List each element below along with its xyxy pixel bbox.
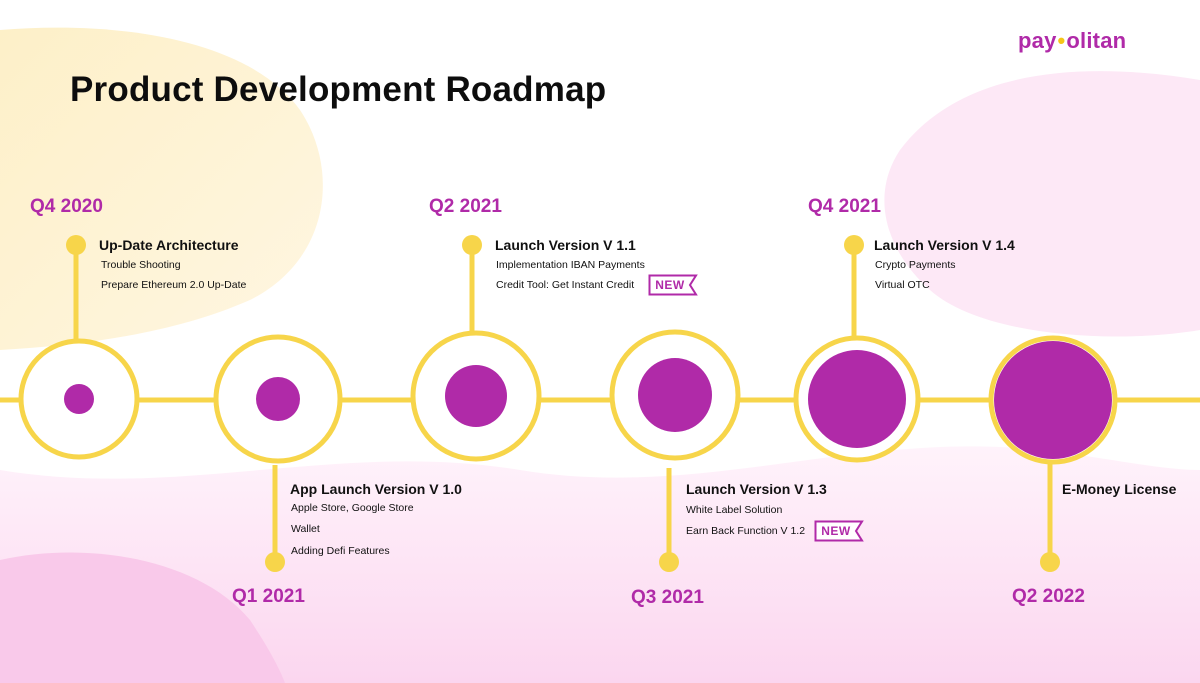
quarter-label-q3-2021: Q3 2021 <box>631 587 704 608</box>
new-badge-label: NEW <box>821 524 851 538</box>
node-q4-2021 <box>793 335 921 463</box>
logo-text-left: pay <box>1018 28 1057 53</box>
dot-q3-2021 <box>659 552 679 572</box>
milestone-item: Credit Tool: Get Instant Credit <box>496 279 635 291</box>
milestone-item: Virtual OTC <box>875 279 930 291</box>
yellow-blob <box>0 27 323 351</box>
milestone-item: Crypto Payments <box>875 259 956 271</box>
dot-q4-2020 <box>66 235 86 255</box>
milestone-title-q2-2022: E-Money License <box>1062 481 1177 497</box>
quarter-label-q4-2020: Q4 2020 <box>30 196 103 217</box>
quarter-label-q2-2022: Q2 2022 <box>1012 586 1085 607</box>
logo-text-right: olitan <box>1066 28 1127 53</box>
ribbon-icon <box>814 520 864 542</box>
milestone-title-q3-2021: Launch Version V 1.3 <box>686 481 827 497</box>
milestone-title-q2-2021: Launch Version V 1.1 <box>495 237 636 253</box>
milestone-item: Earn Back Function V 1.2 <box>686 525 806 537</box>
node-q2-2022 <box>988 335 1118 465</box>
node-q1-2021 <box>213 334 343 464</box>
milestone-item: Adding Defi Features <box>291 545 390 557</box>
milestone-item: Wallet <box>291 523 320 535</box>
pink-wave-bottom <box>0 446 1200 683</box>
node-q2-2021 <box>410 330 542 462</box>
milestone-item: White Label Solution <box>686 504 783 516</box>
milestone-title-q1-2021: App Launch Version V 1.0 <box>290 481 462 497</box>
milestone-item: Trouble Shooting <box>101 259 181 271</box>
milestone-item: Prepare Ethereum 2.0 Up-Date <box>101 279 247 291</box>
dot-q1-2021 <box>265 552 285 572</box>
milestone-item: Implementation IBAN Payments <box>496 259 645 271</box>
logo-dot-icon: • <box>1057 28 1066 53</box>
dot-q4-2021 <box>844 235 864 255</box>
connector-dots <box>66 235 1060 572</box>
node-q4-2020 <box>18 338 140 460</box>
payolitan-logo: pay•olitan <box>1018 28 1126 54</box>
new-badge: NEW <box>648 274 698 296</box>
quarter-label-q2-2021: Q2 2021 <box>429 196 502 217</box>
quarter-label-q4-2021: Q4 2021 <box>808 196 881 217</box>
node-q3-2021 <box>609 329 741 461</box>
page-title: Product Development Roadmap <box>70 70 607 109</box>
dot-q2-2021 <box>462 235 482 255</box>
new-badge: NEW <box>814 520 864 542</box>
pink-blob-bottom-left <box>0 552 285 683</box>
dot-q2-2022 <box>1040 552 1060 572</box>
quarter-label-q1-2021: Q1 2021 <box>232 586 305 607</box>
ribbon-icon <box>648 274 698 296</box>
milestone-title-q4-2020: Up-Date Architecture <box>99 237 239 253</box>
pink-blob-right <box>884 71 1200 337</box>
milestone-item: Apple Store, Google Store <box>291 502 414 514</box>
new-badge-label: NEW <box>655 278 685 292</box>
milestone-title-q4-2021: Launch Version V 1.4 <box>874 237 1015 253</box>
